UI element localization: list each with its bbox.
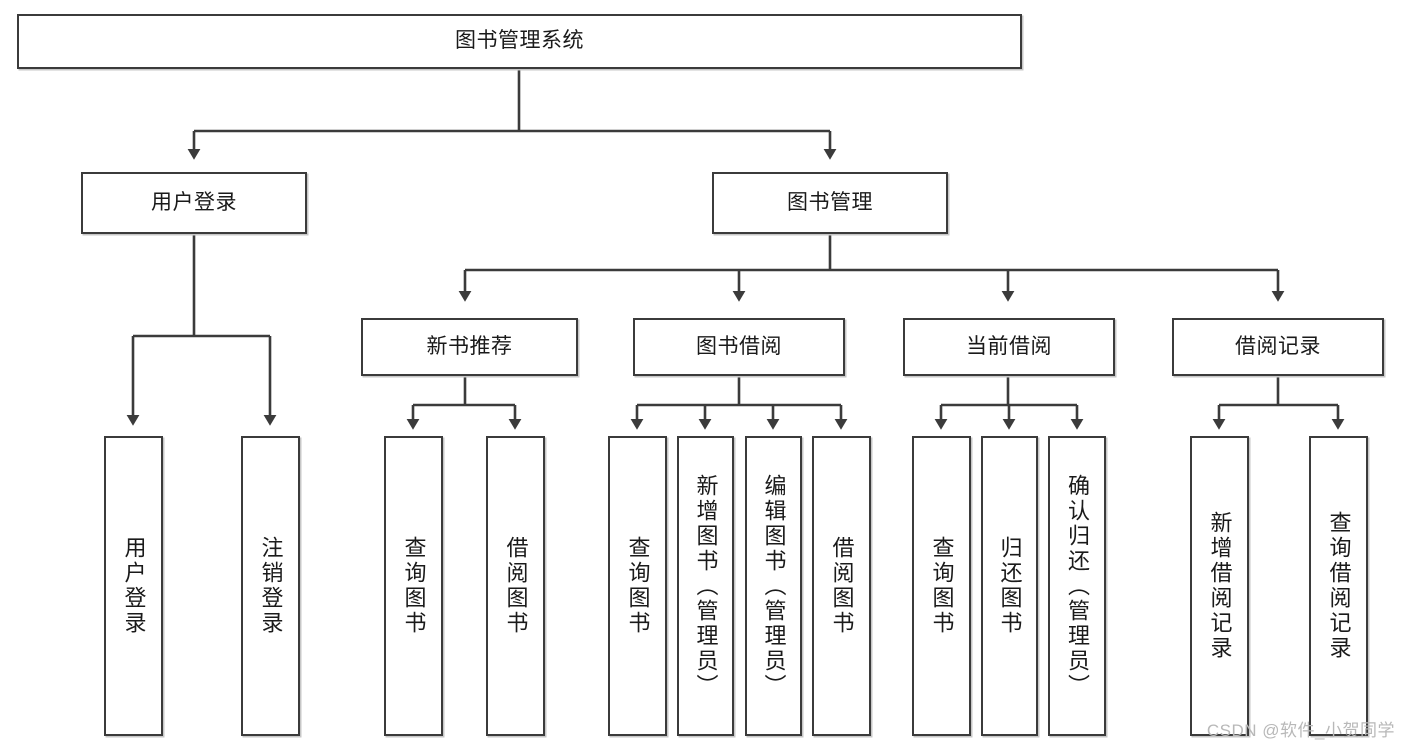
leaf-confirm-return-admin[interactable]: 确认归还（管理员） [1048, 436, 1106, 736]
leaf-user-login[interactable]: 用户登录 [104, 436, 163, 736]
node-label: 编辑图书（管理员） [761, 473, 787, 699]
node-label: 借阅记录 [1235, 334, 1321, 358]
csdn-watermark: CSDN @软件_小贺同学 [1206, 721, 1395, 740]
leaf-add-book-admin[interactable]: 新增图书（管理员） [677, 436, 734, 736]
node-new-book-recommendation[interactable]: 新书推荐 [361, 318, 578, 376]
leaf-add-borrow-record[interactable]: 新增借阅记录 [1190, 436, 1249, 736]
node-label: 图书管理系统 [455, 29, 584, 53]
leaf-query-books-recommend[interactable]: 查询图书 [384, 436, 443, 736]
node-label: 新书推荐 [426, 334, 513, 358]
node-book-management[interactable]: 图书管理 [712, 172, 948, 234]
leaf-borrow-books-recommend[interactable]: 借阅图书 [486, 436, 545, 736]
leaf-edit-book-admin[interactable]: 编辑图书（管理员） [745, 436, 802, 736]
node-label: 查询图书 [929, 536, 955, 636]
node-user-login[interactable]: 用户登录 [81, 172, 307, 234]
leaf-query-borrow-record[interactable]: 查询借阅记录 [1309, 436, 1368, 736]
node-label: 注销登录 [258, 536, 284, 636]
node-label: 新增借阅记录 [1207, 511, 1233, 661]
node-label: 图书管理 [787, 190, 873, 214]
node-label: 当前借阅 [966, 334, 1052, 358]
node-current-borrowing[interactable]: 当前借阅 [903, 318, 1115, 376]
node-book-borrowing[interactable]: 图书借阅 [633, 318, 845, 376]
node-label: 查询图书 [625, 536, 651, 636]
leaf-borrow-books[interactable]: 借阅图书 [812, 436, 871, 736]
leaf-query-books-current[interactable]: 查询图书 [912, 436, 971, 736]
node-label: 借阅图书 [503, 536, 529, 636]
node-label: 归还图书 [997, 536, 1023, 636]
node-root-book-management-system[interactable]: 图书管理系统 [17, 14, 1022, 69]
node-label: 查询借阅记录 [1326, 511, 1352, 661]
leaf-return-books[interactable]: 归还图书 [981, 436, 1038, 736]
node-borrowing-records[interactable]: 借阅记录 [1172, 318, 1384, 376]
node-label: 用户登录 [151, 190, 237, 214]
node-label: 新增图书（管理员） [693, 473, 719, 699]
leaf-logout[interactable]: 注销登录 [241, 436, 300, 736]
node-label: 确认归还（管理员） [1064, 473, 1090, 699]
leaf-query-books-borrow[interactable]: 查询图书 [608, 436, 667, 736]
node-label: 借阅图书 [829, 536, 855, 636]
node-label: 图书借阅 [696, 334, 782, 358]
node-label: 查询图书 [401, 536, 427, 636]
node-label: 用户登录 [121, 536, 147, 636]
